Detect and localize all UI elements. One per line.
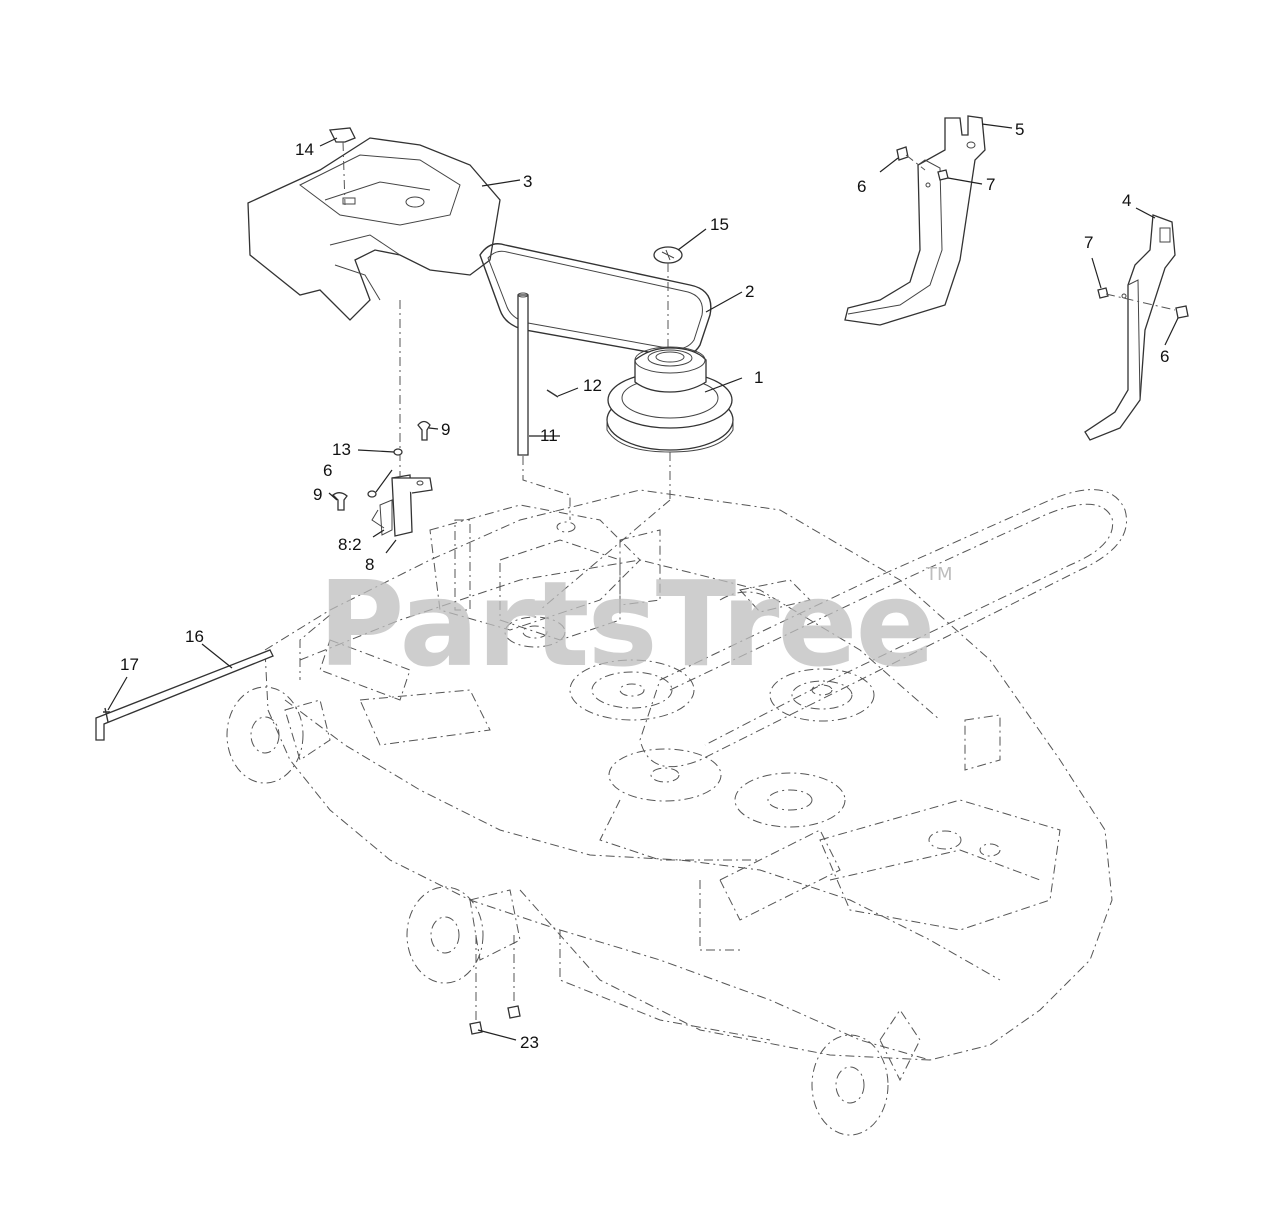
callout-7-top[interactable]: 7 [986, 175, 995, 194]
pulley-part-1[interactable] [539, 346, 734, 611]
callout-11[interactable]: 11 [540, 426, 558, 445]
bolt-part-6-right[interactable] [1175, 305, 1189, 319]
bracket-part-8[interactable] [371, 300, 433, 537]
pin-part-9-upper[interactable] [417, 420, 431, 441]
rod-part-16[interactable] [95, 649, 274, 741]
pin-part-9-lower[interactable] [331, 492, 348, 511]
callout-9-upper[interactable]: 9 [441, 420, 450, 439]
bracket-part-4[interactable] [1084, 214, 1176, 441]
callout-15[interactable]: 15 [710, 215, 729, 234]
belt-cover-part-3[interactable] [247, 137, 501, 321]
cotter-part-12[interactable] [546, 389, 559, 398]
clip-part-17[interactable] [103, 707, 110, 723]
callout-12[interactable]: 12 [583, 376, 602, 395]
rod-part-11[interactable] [517, 292, 576, 533]
nut-part-13[interactable] [393, 448, 403, 456]
callout-8-2[interactable]: 8:2 [338, 535, 362, 554]
callout-6-left[interactable]: 6 [323, 461, 332, 480]
callout-5[interactable]: 5 [1015, 120, 1024, 139]
callout-1[interactable]: 1 [754, 368, 763, 387]
callout-13[interactable]: 13 [332, 440, 351, 459]
mower-deck [226, 489, 1127, 1136]
callout-16[interactable]: 16 [185, 627, 204, 646]
nut-part-7-right[interactable] [1097, 287, 1176, 311]
watermark-text: PartsTree [318, 555, 934, 693]
washer-part-6-left[interactable] [367, 490, 377, 498]
watermark-trademark: TM [925, 564, 953, 585]
bracket-part-5[interactable] [844, 115, 986, 326]
callout-4[interactable]: 4 [1122, 191, 1131, 210]
callout-6-right[interactable]: 6 [1160, 347, 1169, 366]
callout-8[interactable]: 8 [365, 555, 374, 574]
callout-labels: 1 2 3 4 5 6 6 6 7 7 8 8:2 9 9 11 12 13 1… [120, 120, 1169, 1052]
callout-14[interactable]: 14 [295, 140, 314, 159]
watermark: PartsTree TM [318, 555, 953, 693]
callout-9-lower[interactable]: 9 [313, 485, 322, 504]
leader-lines [107, 123, 1179, 1041]
callout-6-top[interactable]: 6 [857, 177, 866, 196]
nut-part-23[interactable] [469, 935, 521, 1035]
nut-part-7-top[interactable] [937, 169, 949, 181]
bolt-part-6-right-top[interactable] [896, 146, 926, 171]
callout-17[interactable]: 17 [120, 655, 139, 674]
callout-7-right[interactable]: 7 [1084, 233, 1093, 252]
callout-23[interactable]: 23 [520, 1033, 539, 1052]
callout-3[interactable]: 3 [523, 172, 532, 191]
callout-2[interactable]: 2 [745, 282, 754, 301]
